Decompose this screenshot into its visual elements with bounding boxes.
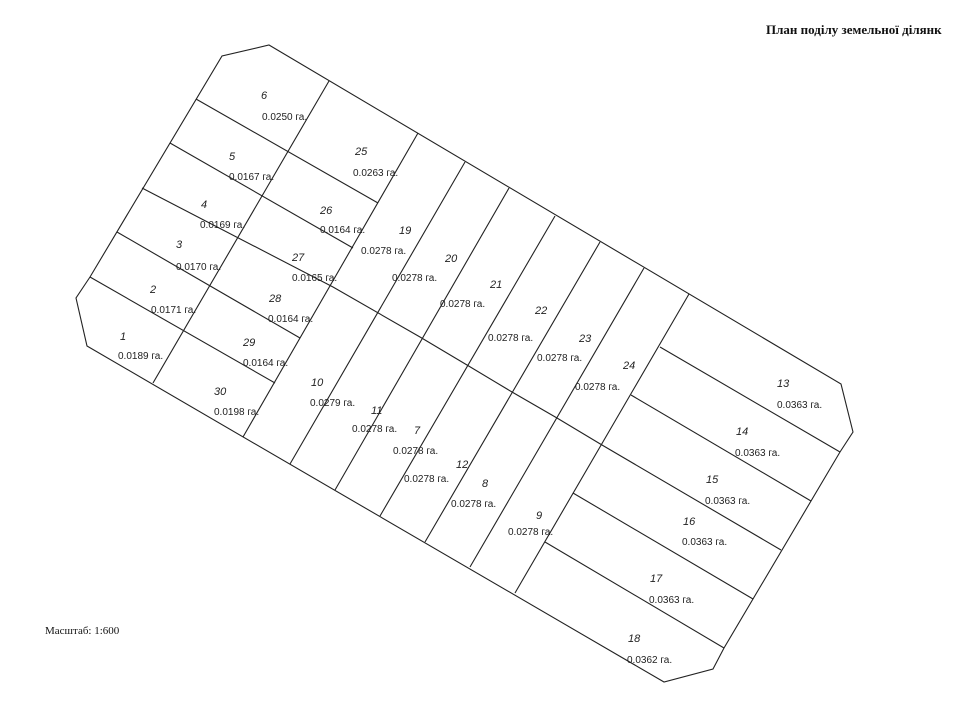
lot-6: 6 0.0250 га. (261, 90, 307, 123)
lot-number: 25 (354, 146, 368, 158)
lot-area: 0.0169 га. (200, 220, 245, 231)
lot-area: 0.0189 га. (118, 351, 163, 362)
lot-number: 29 (242, 337, 255, 349)
lot-14: 14 0.0363 га. (735, 426, 780, 459)
lot-area: 0.0279 га. (310, 398, 355, 409)
lot-area: 0.0164 га. (320, 225, 365, 236)
lot-number: 26 (319, 205, 333, 217)
lot-area: 0.0363 га. (705, 496, 750, 507)
lot-1: 1 0.0189 га. (118, 331, 163, 362)
lot-number: 21 (489, 279, 502, 291)
lot-number: 15 (706, 474, 719, 486)
lot-area: 0.0164 га. (268, 314, 313, 325)
lot-13: 13 0.0363 га. (777, 378, 822, 411)
lot-number: 16 (683, 516, 696, 528)
lot-area: 0.0278 га. (404, 474, 449, 485)
lot-number: 5 (229, 151, 236, 163)
lot-16: 16 0.0363 га. (682, 516, 727, 548)
lot-24: 240.0278 га. (575, 360, 635, 393)
lot-number: 22 (534, 305, 547, 317)
lot-area: 0.0198 га. (214, 407, 259, 418)
lot-number: 11 (371, 405, 382, 417)
lot-number: 20 (444, 253, 458, 265)
lot-area: 0.0278 га. (361, 246, 406, 257)
lot-area: 0.0170 га. (176, 262, 221, 273)
lot-4: 4 0.0169 га. (200, 199, 245, 231)
lot-7: 7 0.0278 га. (393, 425, 438, 457)
lot-area: 0.0278 га. (393, 446, 438, 457)
lot-number: 19 (399, 225, 411, 237)
lot-number: 9 (536, 510, 542, 522)
lot-area: 0.0250 га. (262, 112, 307, 123)
lot-number: 3 (176, 239, 183, 251)
lot-area: 0.0278 га. (575, 382, 620, 393)
lot-5: 5 0.0167 га. (229, 151, 274, 183)
lot-dividers (89, 80, 841, 649)
lot-labels: 6 0.0250 га. 25 0.0263 га. 5 0.0167 га. 26 0.01… (118, 90, 822, 666)
lot-8: 8 0.0278 га. (451, 478, 496, 510)
lot-number: 6 (261, 90, 268, 102)
parcel-boundary (75, 44, 854, 683)
scale-label: Масштаб: 1:600 (45, 625, 120, 637)
lot-area: 0.0363 га. (682, 537, 727, 548)
lot-number: 13 (777, 378, 790, 390)
lot-area: 0.0278 га. (537, 353, 582, 364)
lot-18: 18 0.0362 га. (627, 633, 672, 666)
lot-number: 8 (482, 478, 489, 490)
lot-27: 27 0.0165 га. (291, 252, 337, 284)
lot-19: 19 0.0278 га. (361, 225, 411, 257)
lot-area: 0.0278 га. (440, 299, 485, 310)
lot-25: 25 0.0263 га. (353, 146, 398, 179)
lot-area: 0.0278 га. (488, 333, 533, 344)
lot-30: 30 0.0198 га. (214, 386, 259, 418)
lot-number: 30 (214, 386, 227, 398)
lot-area: 0.0278 га. (392, 273, 437, 284)
lot-number: 28 (268, 293, 282, 305)
lot-9: 9 0.0278 га. (508, 510, 553, 538)
lot-area: 0.0278 га. (451, 499, 496, 510)
lot-number: 17 (650, 573, 663, 585)
lot-10: 10 0.0279 га. (310, 377, 355, 409)
lot-22: 22 0.0278 га. (488, 305, 547, 344)
lot-12: 12 0.0278 га. (404, 459, 468, 485)
lot-21: 21 0.0278 га. (440, 279, 502, 310)
lot-2: 2 0.0171 га. (149, 284, 196, 316)
lot-number: 24 (622, 360, 635, 372)
lot-area: 0.0164 га. (243, 358, 288, 369)
lot-number: 14 (736, 426, 748, 438)
lot-17: 17 0.0363 га. (649, 573, 694, 606)
lot-23: 23 0.0278 га. (537, 333, 592, 364)
lot-number: 2 (149, 284, 156, 296)
lot-28: 28 0.0164 га. (268, 293, 313, 325)
lot-area: 0.0363 га. (777, 400, 822, 411)
lot-number: 23 (578, 333, 592, 345)
lot-number: 4 (201, 199, 207, 211)
lot-number: 10 (311, 377, 324, 389)
lot-area: 0.0363 га. (735, 448, 780, 459)
lot-area: 0.0278 га. (352, 424, 397, 435)
lot-29: 29 0.0164 га. (242, 337, 288, 369)
lot-number: 1 (120, 331, 126, 343)
lot-20: 20 0.0278 га. (392, 253, 458, 284)
lot-number: 12 (456, 459, 468, 471)
lot-15: 15 0.0363 га. (705, 474, 750, 507)
lot-11: 11 0.0278 га. (352, 405, 397, 435)
lot-area: 0.0363 га. (649, 595, 694, 606)
lot-number: 18 (628, 633, 641, 645)
lot-area: 0.0167 га. (229, 172, 274, 183)
lot-26: 26 0.0164 га. (319, 205, 365, 236)
lot-number: 7 (414, 425, 421, 437)
lot-area: 0.0263 га. (353, 168, 398, 179)
lot-area: 0.0362 га. (627, 655, 672, 666)
lot-area: 0.0171 га. (151, 305, 196, 316)
lot-3: 3 0.0170 га. (176, 239, 221, 273)
lot-area: 0.0278 га. (508, 527, 553, 538)
plan-title: План поділу земельної ділянк (766, 22, 942, 37)
lot-number: 27 (291, 252, 305, 264)
lot-area: 0.0165 га. (292, 273, 337, 284)
